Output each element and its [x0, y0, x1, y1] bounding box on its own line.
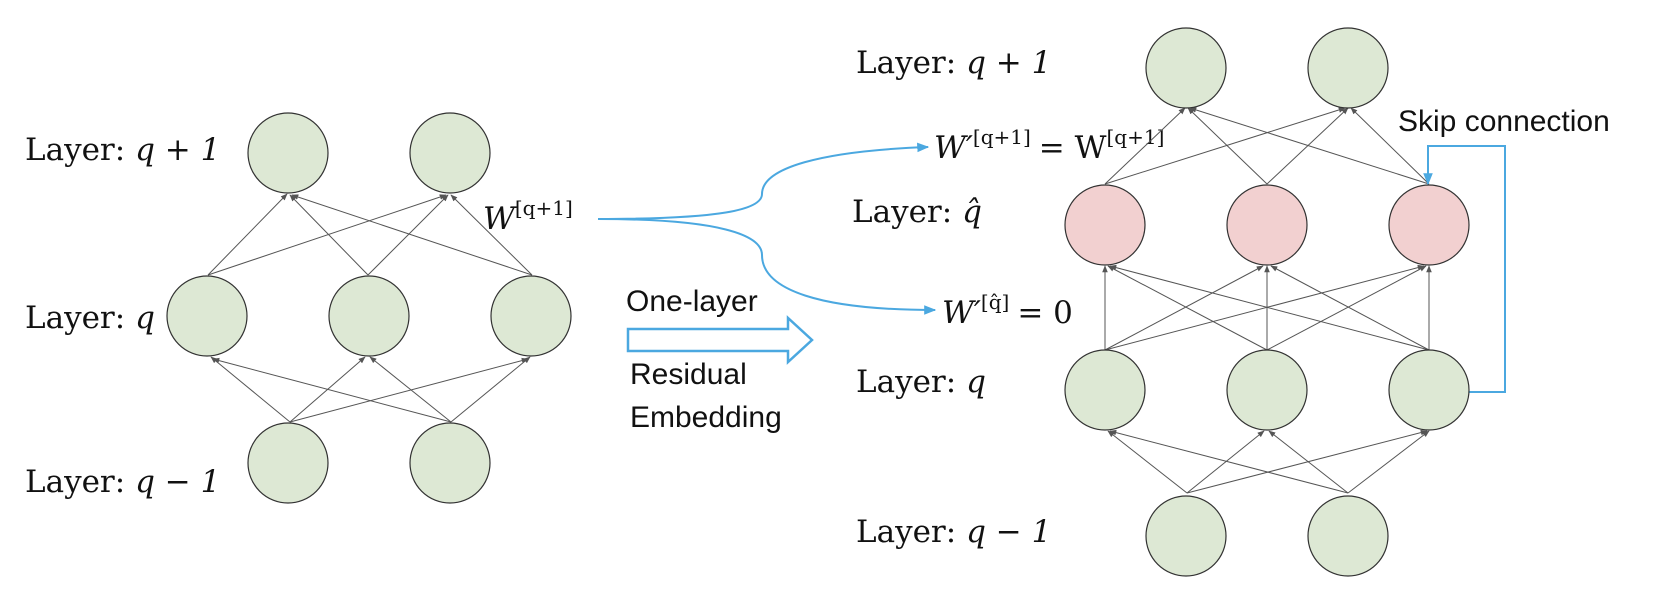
- node-layer-mid-2: [328, 275, 410, 357]
- edge: [369, 356, 452, 423]
- label-right-layer-top: Layer: q + 1: [856, 45, 1051, 81]
- edge: [291, 194, 533, 276]
- label-left-layer-top: Layer: q + 1: [25, 132, 220, 168]
- edge: [1109, 264, 1430, 351]
- edge: [1186, 430, 1265, 494]
- node-layer-top-1: [1145, 27, 1227, 109]
- edge: [1266, 265, 1427, 351]
- hollow-right-arrow-icon: [626, 315, 814, 365]
- transform-label-line1: One-layer: [626, 285, 758, 318]
- edge: [289, 357, 529, 423]
- edge: [1104, 264, 1425, 351]
- label-right-layer-hat: Layer: q̂: [852, 194, 982, 230]
- edge: [1107, 265, 1268, 351]
- node-layer-bottom-2: [1307, 495, 1389, 577]
- node-layer-mid-2: [1226, 349, 1308, 431]
- label-left-layer-bottom: Layer: q − 1: [25, 464, 220, 500]
- equation-bottom: W′[q̂]= 0: [942, 290, 1073, 331]
- weight-mapping-arrows: [597, 142, 937, 315]
- node-layer-residual-1: [1064, 184, 1146, 266]
- edge: [1107, 430, 1188, 494]
- arrow-to-top-equation: [597, 142, 930, 220]
- edge: [1189, 107, 1430, 185]
- edge: [289, 194, 369, 276]
- edge: [450, 194, 533, 276]
- arrow-to-bottom-equation: [597, 218, 937, 315]
- transform-label-line3: Embedding: [630, 401, 782, 434]
- label-right-layer-mid: Layer: q: [856, 364, 986, 400]
- edge: [1109, 429, 1349, 494]
- edge: [1347, 430, 1430, 494]
- edge: [367, 194, 449, 276]
- right-network: Layer: q + 1 Layer: q̂ Layer: q Layer: q…: [852, 27, 1610, 577]
- label-left-layer-mid: Layer: q: [25, 300, 155, 336]
- node-layer-mid-1: [166, 275, 248, 357]
- edge: [1186, 429, 1428, 494]
- edge: [212, 357, 452, 423]
- node-layer-top-2: [409, 112, 491, 194]
- transform-label-line2: Residual: [630, 358, 747, 391]
- node-layer-bottom-1: [1145, 495, 1227, 577]
- edge: [1104, 265, 1264, 351]
- transform-arrow: One-layer Residual Embedding: [626, 285, 814, 434]
- edge: [450, 356, 531, 423]
- edge: [207, 193, 288, 276]
- edge: [1270, 265, 1430, 351]
- weight-label-left: W[q+1]: [483, 196, 573, 237]
- node-layer-top-2: [1307, 27, 1389, 109]
- node-layer-residual-2: [1226, 184, 1308, 266]
- node-layer-bottom-2: [409, 422, 491, 504]
- edge: [207, 194, 447, 276]
- node-layer-mid-3: [1388, 349, 1470, 431]
- node-layer-residual-3: [1388, 184, 1470, 266]
- edge: [210, 356, 291, 423]
- left-network: Layer: q + 1 Layer: q Layer: q − 1 W[q+1…: [25, 112, 573, 504]
- label-right-layer-bottom: Layer: q − 1: [856, 514, 1051, 550]
- edge: [1268, 430, 1349, 494]
- edge: [1187, 107, 1268, 185]
- node-layer-bottom-1: [247, 422, 329, 504]
- edge: [1266, 107, 1349, 185]
- skip-connection-label: Skip connection: [1398, 105, 1610, 138]
- node-layer-top-1: [247, 112, 329, 194]
- equation-top: W′[q+1]= W[q+1]: [934, 125, 1164, 166]
- edge: [1104, 107, 1186, 185]
- edge: [1350, 107, 1430, 185]
- node-layer-mid-3: [490, 275, 572, 357]
- skip-connection-arrow: [1423, 145, 1506, 393]
- edge: [1104, 107, 1346, 185]
- node-layer-mid-1: [1064, 349, 1146, 431]
